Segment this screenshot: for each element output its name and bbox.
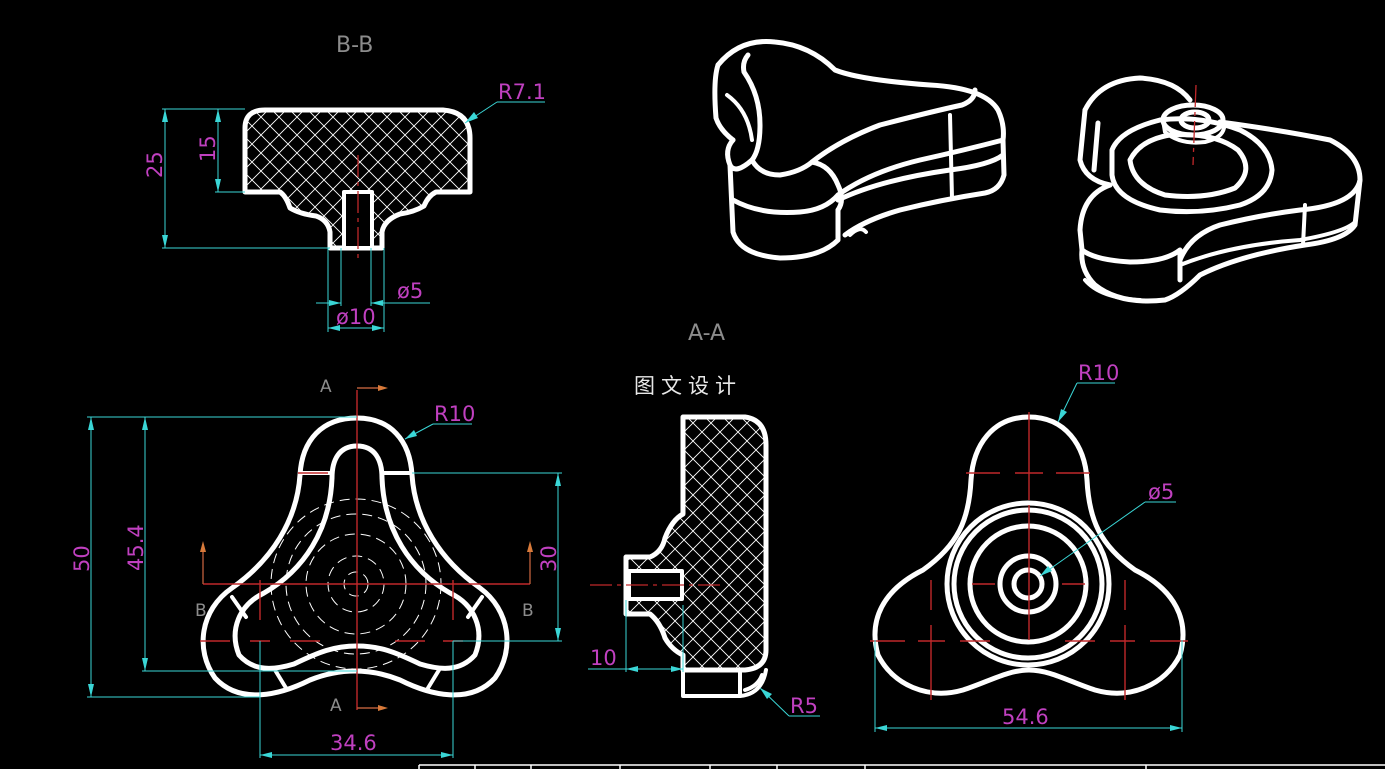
section-label-a-bottom: A (330, 696, 342, 716)
bore-circle (1011, 567, 1045, 601)
section-aa-title: A-A (688, 321, 725, 346)
hub-ring-2 (951, 507, 1105, 661)
section-label-a-top: A (320, 377, 332, 397)
dim-lobe-radius: R10 (434, 402, 475, 426)
bottom-view: R10 ø5 54.6 (870, 361, 1188, 732)
section-label-b-right: B (522, 601, 534, 621)
dim-lobe-radius: R10 (1078, 361, 1119, 385)
dim-inner-height: 45.4 (124, 524, 148, 571)
isometric-top-view (712, 38, 1007, 261)
section-bb-title: B-B (336, 33, 373, 58)
section-aa-outline (623, 414, 769, 673)
hub-ring-outer (944, 500, 1112, 668)
section-aa-view: A-A 图文设计 10 R5 (588, 321, 820, 718)
top-view: A A B B 50 45.4 30 34.6 R10 (70, 377, 562, 758)
watermark-text: 图文设计 (634, 374, 742, 398)
hub-ring-3 (967, 523, 1089, 645)
title-block (418, 764, 1385, 769)
boss-ring (997, 553, 1059, 615)
dim-overall-height: 50 (70, 545, 94, 572)
dim-boss-length: 10 (590, 646, 617, 670)
dim-bore-dia: ø5 (1148, 480, 1174, 504)
section-label-b-left: B (195, 601, 207, 621)
section-bb-view: B-B 25 15 R7.1 ø5 ø10 (143, 33, 546, 332)
section-bb-outline (242, 107, 473, 251)
dim-lobe-spacing: 34.6 (330, 731, 377, 755)
isometric-bottom-view (1077, 75, 1363, 304)
dim-overall-width: 54.6 (1002, 705, 1049, 729)
dim-bore-dia: ø5 (397, 279, 423, 303)
bottom-view-outline (872, 414, 1186, 696)
dim-lobe-offset: 30 (537, 545, 561, 572)
dim-boss-dia: ø10 (336, 305, 376, 329)
dim-head-height: 15 (196, 135, 220, 162)
dim-fillet-radius: R7.1 (498, 80, 546, 104)
dim-edge-radius: R5 (790, 694, 818, 718)
dim-overall-height: 25 (143, 151, 167, 178)
